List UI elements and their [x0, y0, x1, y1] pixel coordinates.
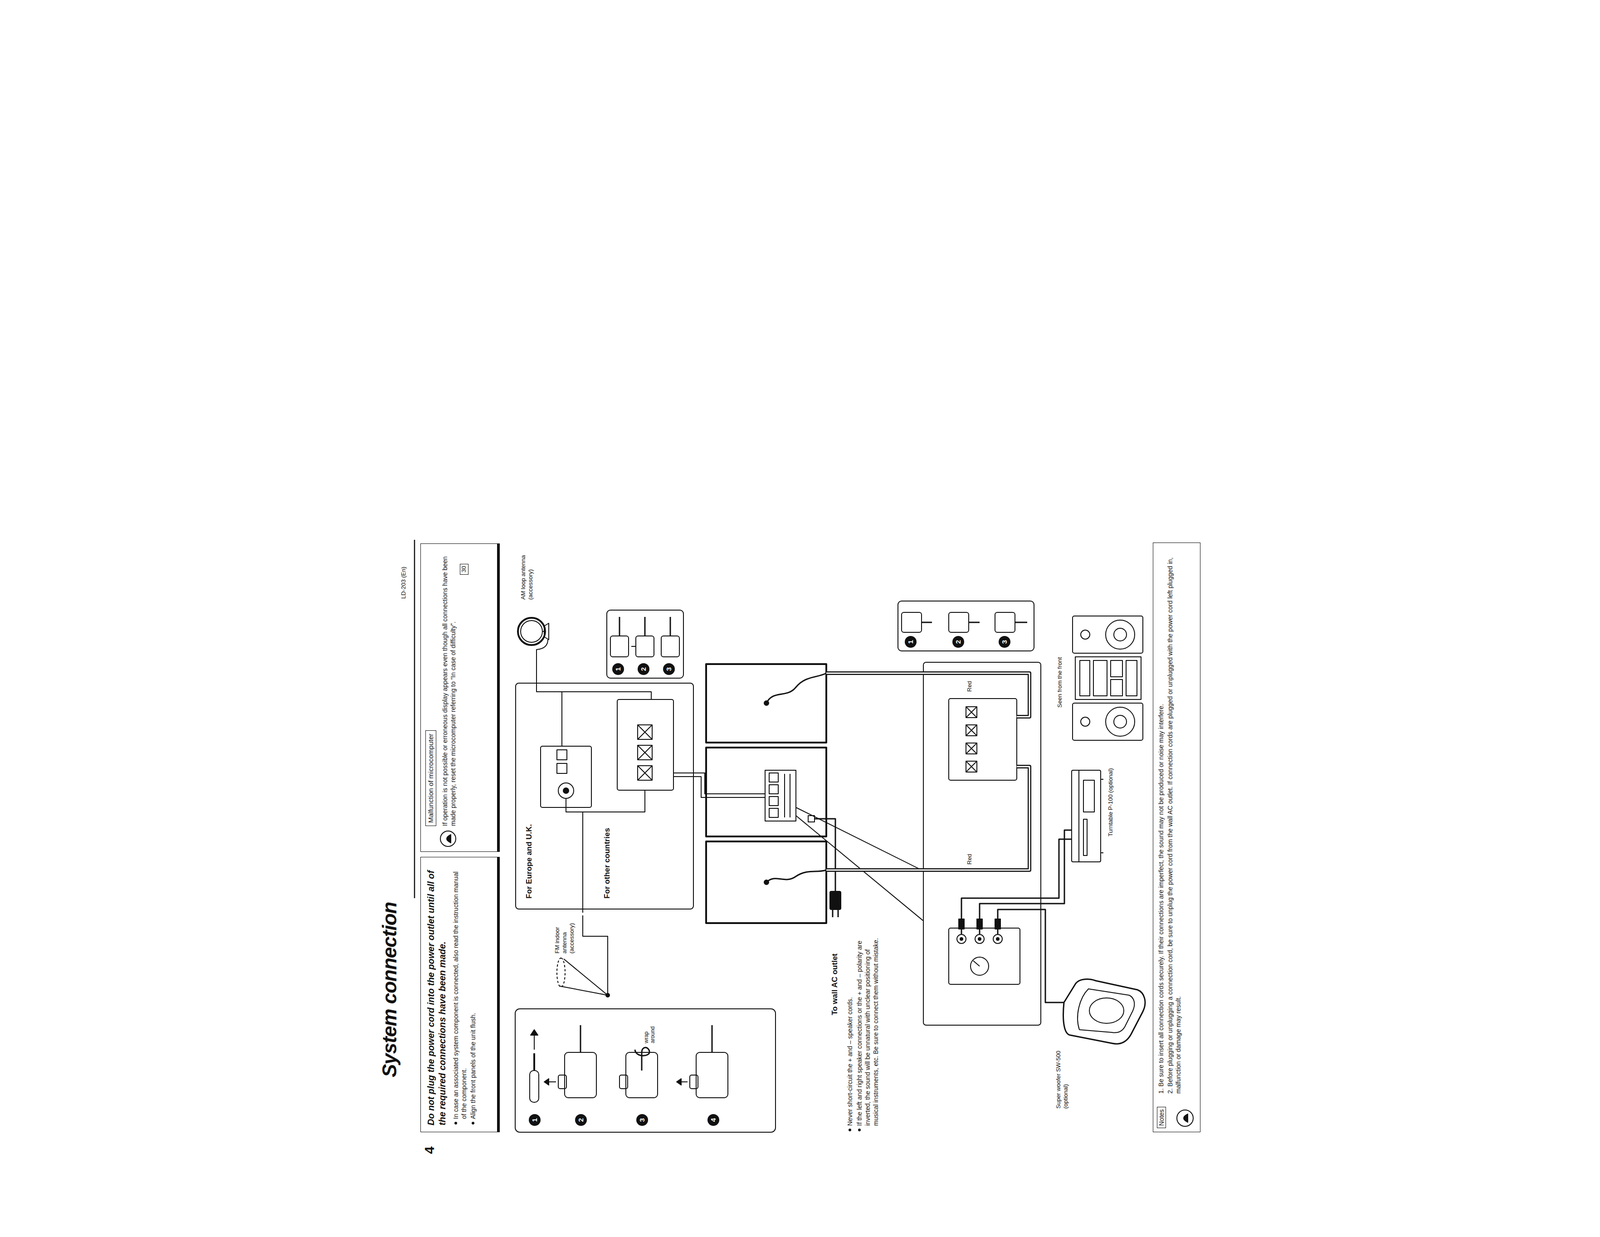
am-loop-antenna: AM loop antenna (accessory) [512, 542, 558, 658]
bullet-note: Never short-circuit the + and – speaker … [845, 932, 854, 1132]
step-number: 3 [663, 663, 675, 675]
step-number: 1 [612, 663, 625, 675]
cord-label: To wall AC outlet [829, 953, 840, 1015]
bullet-note: Align the front panels of the unit flush… [468, 864, 478, 1126]
step-number: 1 [904, 635, 917, 648]
page-title: System connection [378, 902, 401, 1078]
antenna-terminal-frame: For Europe and U.K. For other countries [515, 682, 694, 910]
part-drawing [512, 544, 558, 658]
region-heading: For other countries [602, 827, 612, 899]
wire-color: Red [965, 680, 974, 692]
turntable: Turntable P-100 (optional) [1068, 757, 1132, 867]
view-label: Seen from the front [1056, 657, 1064, 708]
step-number: 2 [637, 663, 650, 675]
antenna-cable [582, 909, 584, 913]
page-reference: 30 [459, 563, 469, 575]
step-number: 3 [998, 635, 1011, 648]
step-number: 1 [528, 1113, 541, 1126]
heading-tag: Malfunction of microcomputer [425, 730, 437, 826]
notes-tag: Notes [1156, 1106, 1166, 1128]
step-number: 4 [707, 1113, 720, 1126]
connector-layer [376, 530, 1211, 1139]
wire-color: Red [965, 853, 974, 865]
super-woofer: Super woofer SW-500 (optional) [1052, 975, 1152, 1112]
region-heading: For Europe and U.K. [524, 824, 534, 899]
malfunction-box: Malfunction of microcomputerIf operation… [420, 543, 500, 852]
step-number: 2 [575, 1113, 587, 1126]
step-number: 2 [952, 635, 965, 648]
warning-box: Do not plug the power cord into the powe… [420, 856, 500, 1132]
step-note: wrap around [643, 1013, 657, 1044]
page-number: 4 [421, 1146, 438, 1154]
part-label: FM indoor antenna (accessory) [553, 916, 576, 954]
connection-illustration [376, 530, 1211, 1139]
warning-text: Do not plug the power cord into the powe… [425, 864, 449, 1126]
part-drawing [1068, 757, 1132, 867]
part-drawing [1054, 612, 1148, 744]
step-number: 3 [636, 1113, 649, 1126]
notes-box: Notes 1. Be sure to insert all connection… [1152, 542, 1201, 1132]
manual-page: System connection Do not plug the power c… [376, 530, 1211, 1139]
bullet-note: In case an associated system component i… [451, 864, 469, 1126]
part-label: Super woofer SW-500 (optional) [1054, 1044, 1070, 1109]
body-text: If operation is not possible or erroneou… [440, 553, 458, 826]
document-code: LD-203 (En) [400, 566, 408, 599]
part-label: AM loop antenna (accessory) [519, 546, 535, 600]
antenna-cable [536, 657, 537, 683]
note-text: 1. Be sure to insert all connection cord… [1156, 549, 1166, 1094]
part-label: Turntable P-100 (optional) [1107, 763, 1115, 837]
front-view: Seen from the front [1054, 612, 1148, 744]
note-text: 2. Before plugging or unplugging a conne… [1165, 549, 1183, 1094]
bullet-note: If the left and right speaker connection… [855, 932, 881, 1132]
fm-antenna: FM indoor antenna (accessory) [551, 912, 615, 1005]
